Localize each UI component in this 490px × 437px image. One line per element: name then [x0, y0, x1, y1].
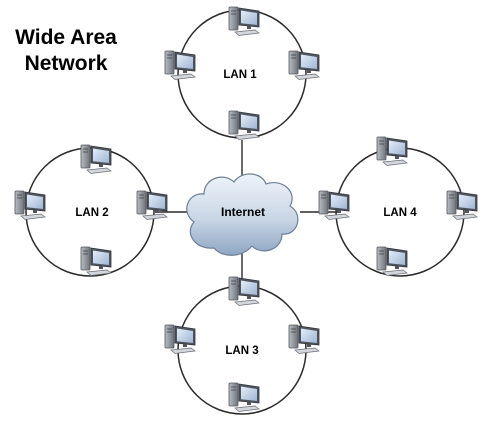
lan1: LAN 1 — [164, 6, 320, 140]
desktop-computer-icon — [228, 382, 260, 412]
lan1-label: LAN 1 — [223, 69, 257, 81]
desktop-computer-icon — [228, 110, 260, 140]
title-line-2: Network — [25, 52, 108, 75]
desktop-computer-icon — [318, 190, 350, 220]
cloud-icon — [186, 173, 299, 256]
lan3-label: LAN 3 — [225, 345, 258, 357]
lan2-label: LAN 2 — [75, 207, 108, 219]
lan4: LAN 4 — [318, 136, 478, 276]
desktop-computer-icon — [164, 50, 196, 80]
desktop-computer-icon — [228, 276, 260, 306]
desktop-computer-icon — [80, 246, 112, 276]
lan4-label: LAN 4 — [383, 207, 417, 219]
internet-cloud: Internet — [186, 173, 299, 256]
desktop-computer-icon — [14, 190, 46, 220]
desktop-computer-icon — [376, 136, 408, 166]
internet-label: Internet — [221, 205, 265, 219]
lan2: LAN 2 — [14, 144, 168, 276]
desktop-computer-icon — [376, 246, 408, 276]
desktop-computer-icon — [228, 6, 260, 36]
desktop-computer-icon — [136, 190, 168, 220]
desktop-computer-icon — [446, 190, 478, 220]
desktop-computer-icon — [288, 50, 320, 80]
diagram-title: Wide Area Network — [15, 26, 117, 75]
lan3: LAN 3 — [164, 276, 320, 412]
desktop-computer-icon — [80, 144, 112, 174]
desktop-computer-icon — [288, 324, 320, 354]
desktop-computer-icon — [164, 324, 196, 354]
title-line-1: Wide Area — [15, 26, 117, 49]
